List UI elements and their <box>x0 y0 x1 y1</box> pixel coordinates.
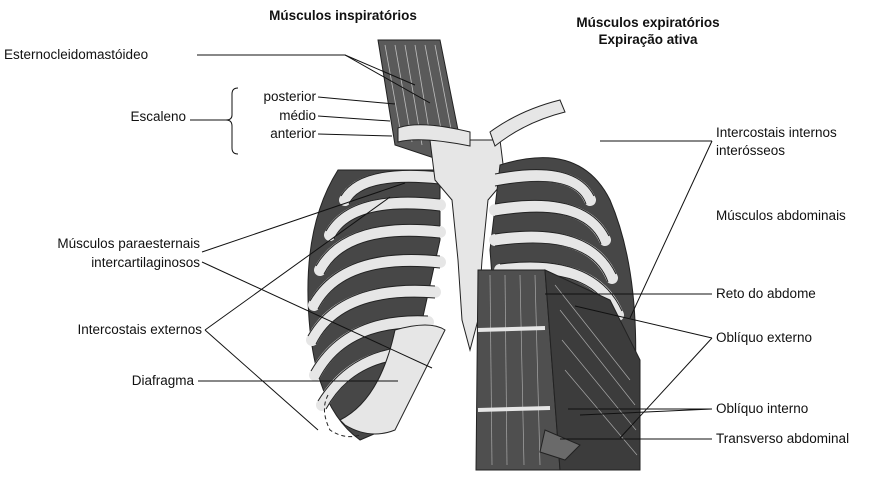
active-expiration-header: Expiração ativa <box>548 31 748 48</box>
label-rectus-abdominis: Reto do abdome <box>716 286 816 302</box>
label-external-oblique: Oblíquo externo <box>716 330 812 346</box>
label-transversus-abdominis: Transverso abdominal <box>716 431 849 447</box>
label-external-intercostals: Intercostais externos <box>0 322 202 338</box>
label-scalene-posterior: posterior <box>240 89 316 105</box>
inspiratory-header: Músculos inspiratórios <box>258 7 428 24</box>
label-diaphragm: Diafragma <box>60 373 194 389</box>
label-scalene-anterior: anterior <box>240 126 316 142</box>
label-internal-intercostals-line1: Intercostais internos <box>716 125 837 141</box>
label-parasternal-line2: intercartilaginosos <box>0 255 200 271</box>
label-sternocleidomastoid: Esternocleidomastóideo <box>4 47 148 63</box>
label-scalene-medio: médio <box>240 108 316 124</box>
expiratory-header: Músculos expiratórios <box>548 14 748 31</box>
label-internal-oblique: Oblíquo interno <box>716 401 808 417</box>
label-parasternal-line1: Músculos paraesternais <box>0 236 200 252</box>
label-abdominal-muscles: Músculos abdominais <box>716 208 846 224</box>
label-scalene: Escaleno <box>100 109 186 125</box>
label-internal-intercostals-line2: interósseos <box>716 143 785 159</box>
right-clavicle <box>490 100 565 146</box>
